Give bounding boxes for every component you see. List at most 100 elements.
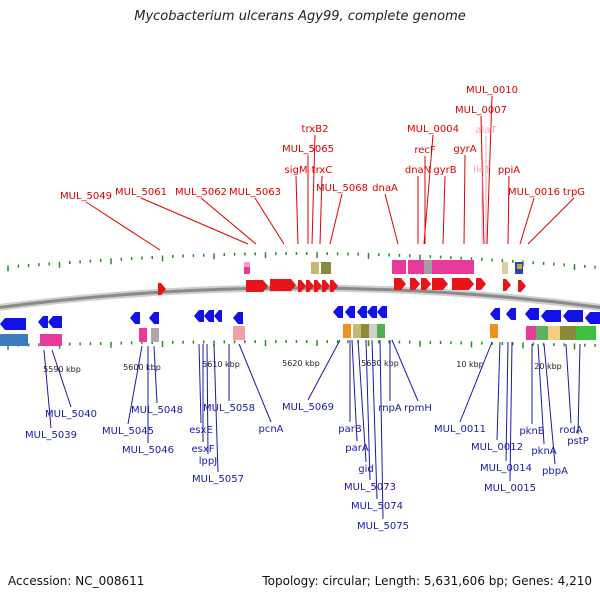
gene-label-top: ileT xyxy=(473,165,492,176)
gene-arrow-reverse xyxy=(333,306,343,318)
gene-arrow-forward xyxy=(518,280,526,292)
gene-arrow-reverse xyxy=(525,308,539,320)
leader-line-bottom xyxy=(351,339,358,442)
gene-arrow-reverse xyxy=(38,316,48,328)
gene-label-bottom: MUL_5075 xyxy=(357,521,409,532)
gene-label-bottom: esxE xyxy=(189,425,213,436)
gene-label-top: MUL_5062 xyxy=(175,187,227,198)
feature-block-bottom xyxy=(0,334,28,346)
gene-label-top: sigM xyxy=(285,165,308,176)
feature-block-top xyxy=(392,260,406,274)
gene-label-top: gyrB xyxy=(433,165,456,176)
gene-arrow-reverse xyxy=(48,316,62,328)
feature-block-bottom xyxy=(343,324,351,338)
feature-block-bottom xyxy=(548,326,560,340)
gene-arrow-reverse xyxy=(357,306,367,318)
gene-arrow-reverse xyxy=(214,310,222,322)
gene-arrow-forward xyxy=(306,280,314,292)
leader-line-top xyxy=(463,154,466,245)
gene-label-bottom: MUL_5073 xyxy=(344,482,396,493)
gene-arrow-forward xyxy=(246,280,268,292)
leader-line-top xyxy=(254,197,285,245)
gene-arrow-reverse xyxy=(149,312,159,324)
gene-label-bottom: pknA xyxy=(531,446,556,457)
leader-line-bottom xyxy=(127,345,143,425)
feature-block-bottom xyxy=(233,326,245,340)
leader-line-bottom xyxy=(565,343,572,424)
feature-block-top xyxy=(414,260,424,274)
leader-line-top xyxy=(319,175,323,245)
ruler-label: 20 kbp xyxy=(534,362,562,371)
gene-arrow-reverse xyxy=(585,312,600,324)
feature-block-top xyxy=(408,260,414,274)
ruler-label: 5620 kbp xyxy=(282,359,320,368)
gene-label-bottom: parA xyxy=(345,443,369,454)
feature-block-bottom xyxy=(353,324,361,338)
accession-text: Accession: NC_008611 xyxy=(8,574,145,588)
feature-block-bottom xyxy=(369,324,377,338)
gene-arrow-forward xyxy=(330,280,338,292)
gene-label-bottom: MUL_5074 xyxy=(351,501,403,512)
gene-label-bottom: MUL_0014 xyxy=(480,463,532,474)
leader-line-bottom xyxy=(537,343,545,445)
leader-line-bottom xyxy=(391,339,419,402)
gene-label-bottom: pstP xyxy=(567,436,589,447)
leader-line-bottom xyxy=(213,343,219,473)
feature-block-bottom xyxy=(526,326,536,340)
gene-arrow-forward xyxy=(432,278,448,290)
feature-block-top xyxy=(452,260,474,274)
leader-line-bottom xyxy=(198,343,202,424)
leader-line-bottom xyxy=(371,339,378,500)
gene-arrow-reverse xyxy=(130,312,140,324)
gene-label-bottom: MUL_5045 xyxy=(102,426,154,437)
gene-label-top: MUL_5063 xyxy=(229,187,281,198)
gene-arrow-forward xyxy=(314,280,322,292)
feature-block-top xyxy=(244,262,250,274)
leader-line-bottom xyxy=(365,339,371,481)
feature-block-bottom xyxy=(377,324,385,338)
gene-label-bottom: MUL_5046 xyxy=(122,445,174,456)
leader-line-bottom xyxy=(577,343,581,435)
leader-line-bottom xyxy=(379,339,384,520)
leader-line-top xyxy=(442,175,446,245)
gene-arrow-reverse xyxy=(377,306,387,318)
leader-line-bottom xyxy=(51,349,72,408)
gene-arrow-reverse xyxy=(490,308,500,320)
leader-line-bottom xyxy=(153,345,158,404)
gene-label-top: MUL_5068 xyxy=(316,183,368,194)
gene-label-bottom: rpmH xyxy=(404,403,432,414)
gene-arrow-forward xyxy=(158,283,166,295)
gene-label-top: MUL_0007 xyxy=(455,105,507,116)
gene-label-bottom: MUL_5069 xyxy=(282,402,334,413)
gene-label-bottom: MUL_5058 xyxy=(203,403,255,414)
gene-label-top: MUL_0004 xyxy=(407,124,459,135)
feature-block-bottom xyxy=(536,326,548,340)
gene-label-top: trpG xyxy=(563,187,585,198)
map-title: Mycobacterium ulcerans Agy99, complete g… xyxy=(134,9,466,24)
gene-label-bottom: gid xyxy=(358,464,373,475)
gene-label-top: gyrA xyxy=(453,144,476,155)
leader-line-top xyxy=(311,134,316,245)
ruler-label: 5610 kbp xyxy=(202,360,240,369)
gene-label-bottom: MUL_5057 xyxy=(192,474,244,485)
leader-line-top xyxy=(200,197,257,245)
ruler-label: 5600 kbp xyxy=(123,363,161,372)
gene-arrow-forward xyxy=(452,278,474,290)
feature-block-top xyxy=(502,262,508,274)
gene-arrow-reverse xyxy=(0,318,26,330)
gene-arrow-reverse xyxy=(563,310,583,322)
gene-label-top: trxC xyxy=(312,165,333,176)
leader-line-bottom xyxy=(459,341,493,423)
gene-label-bottom: MUL_0012 xyxy=(471,442,523,453)
feature-block-bottom xyxy=(361,324,369,338)
gene-arrow-reverse xyxy=(204,310,214,322)
gene-label-bottom: pcnA xyxy=(258,424,283,435)
gene-arrow-reverse xyxy=(367,306,377,318)
leader-line-bottom xyxy=(357,339,367,463)
gene-label-top: recF xyxy=(414,145,436,156)
gene-label-top: ppiA xyxy=(498,165,520,176)
feature-block-top xyxy=(244,262,250,267)
feature-block-bottom xyxy=(560,326,576,340)
gene-arrow-forward xyxy=(421,278,431,290)
